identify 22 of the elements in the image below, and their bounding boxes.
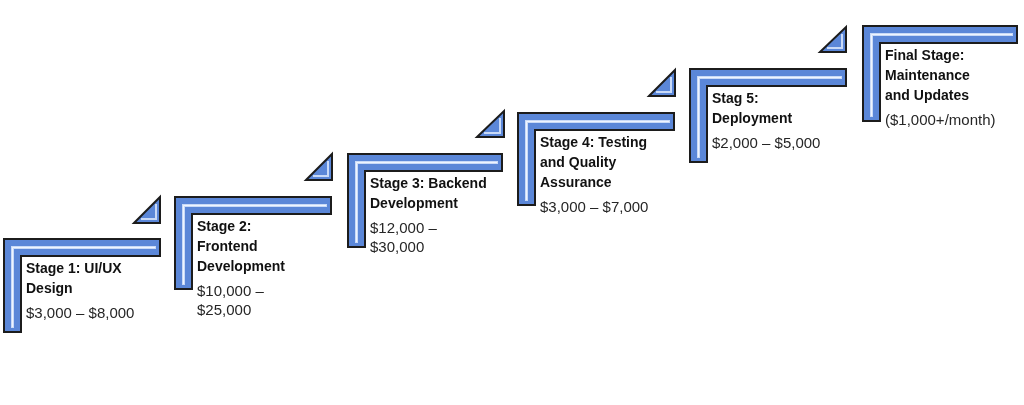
triangle-shape — [133, 196, 161, 224]
stage-title: Stage 2: Frontend Development — [197, 217, 286, 276]
triangle-shape — [648, 69, 676, 97]
stair-step — [689, 68, 847, 163]
stair-step — [347, 153, 503, 256]
cost-range: $12,000 – $30,000 — [370, 218, 438, 256]
stage-title: Stag 5: Deployment — [712, 89, 794, 128]
triangle-shape — [305, 153, 333, 181]
cost-range: $3,000 – $7,000 — [540, 197, 650, 216]
triangle-shape — [476, 110, 505, 138]
stair-step — [174, 196, 332, 319]
cost-range: $2,000 – $5,000 — [712, 133, 822, 152]
stage-title: Stage 1: UI/UX Design — [26, 259, 123, 298]
cost-range: ($1,000+/month) — [885, 110, 997, 129]
stage-title: Stage 4: Testing and Quality Assurance — [540, 133, 649, 192]
stair-step — [3, 238, 161, 333]
stage-title: Stage 3: Backend Development — [370, 174, 488, 213]
cost-range: $10,000 – $25,000 — [197, 281, 265, 319]
triangle-shape — [819, 26, 847, 53]
stage-title: Final Stage: Maintenance and Updates — [885, 46, 971, 105]
cost-range: $3,000 – $8,000 — [26, 303, 136, 322]
stair-step — [517, 112, 675, 216]
